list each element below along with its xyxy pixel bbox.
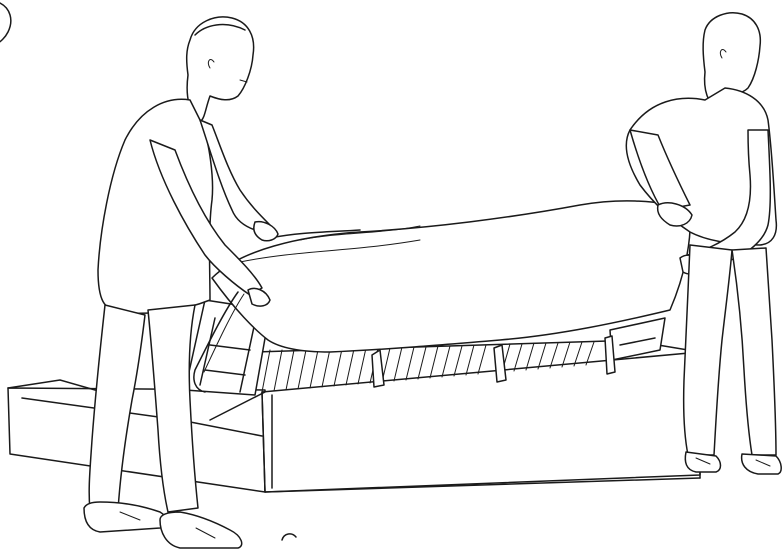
partial-mark [282,534,296,540]
step-marker-circle [0,3,11,43]
